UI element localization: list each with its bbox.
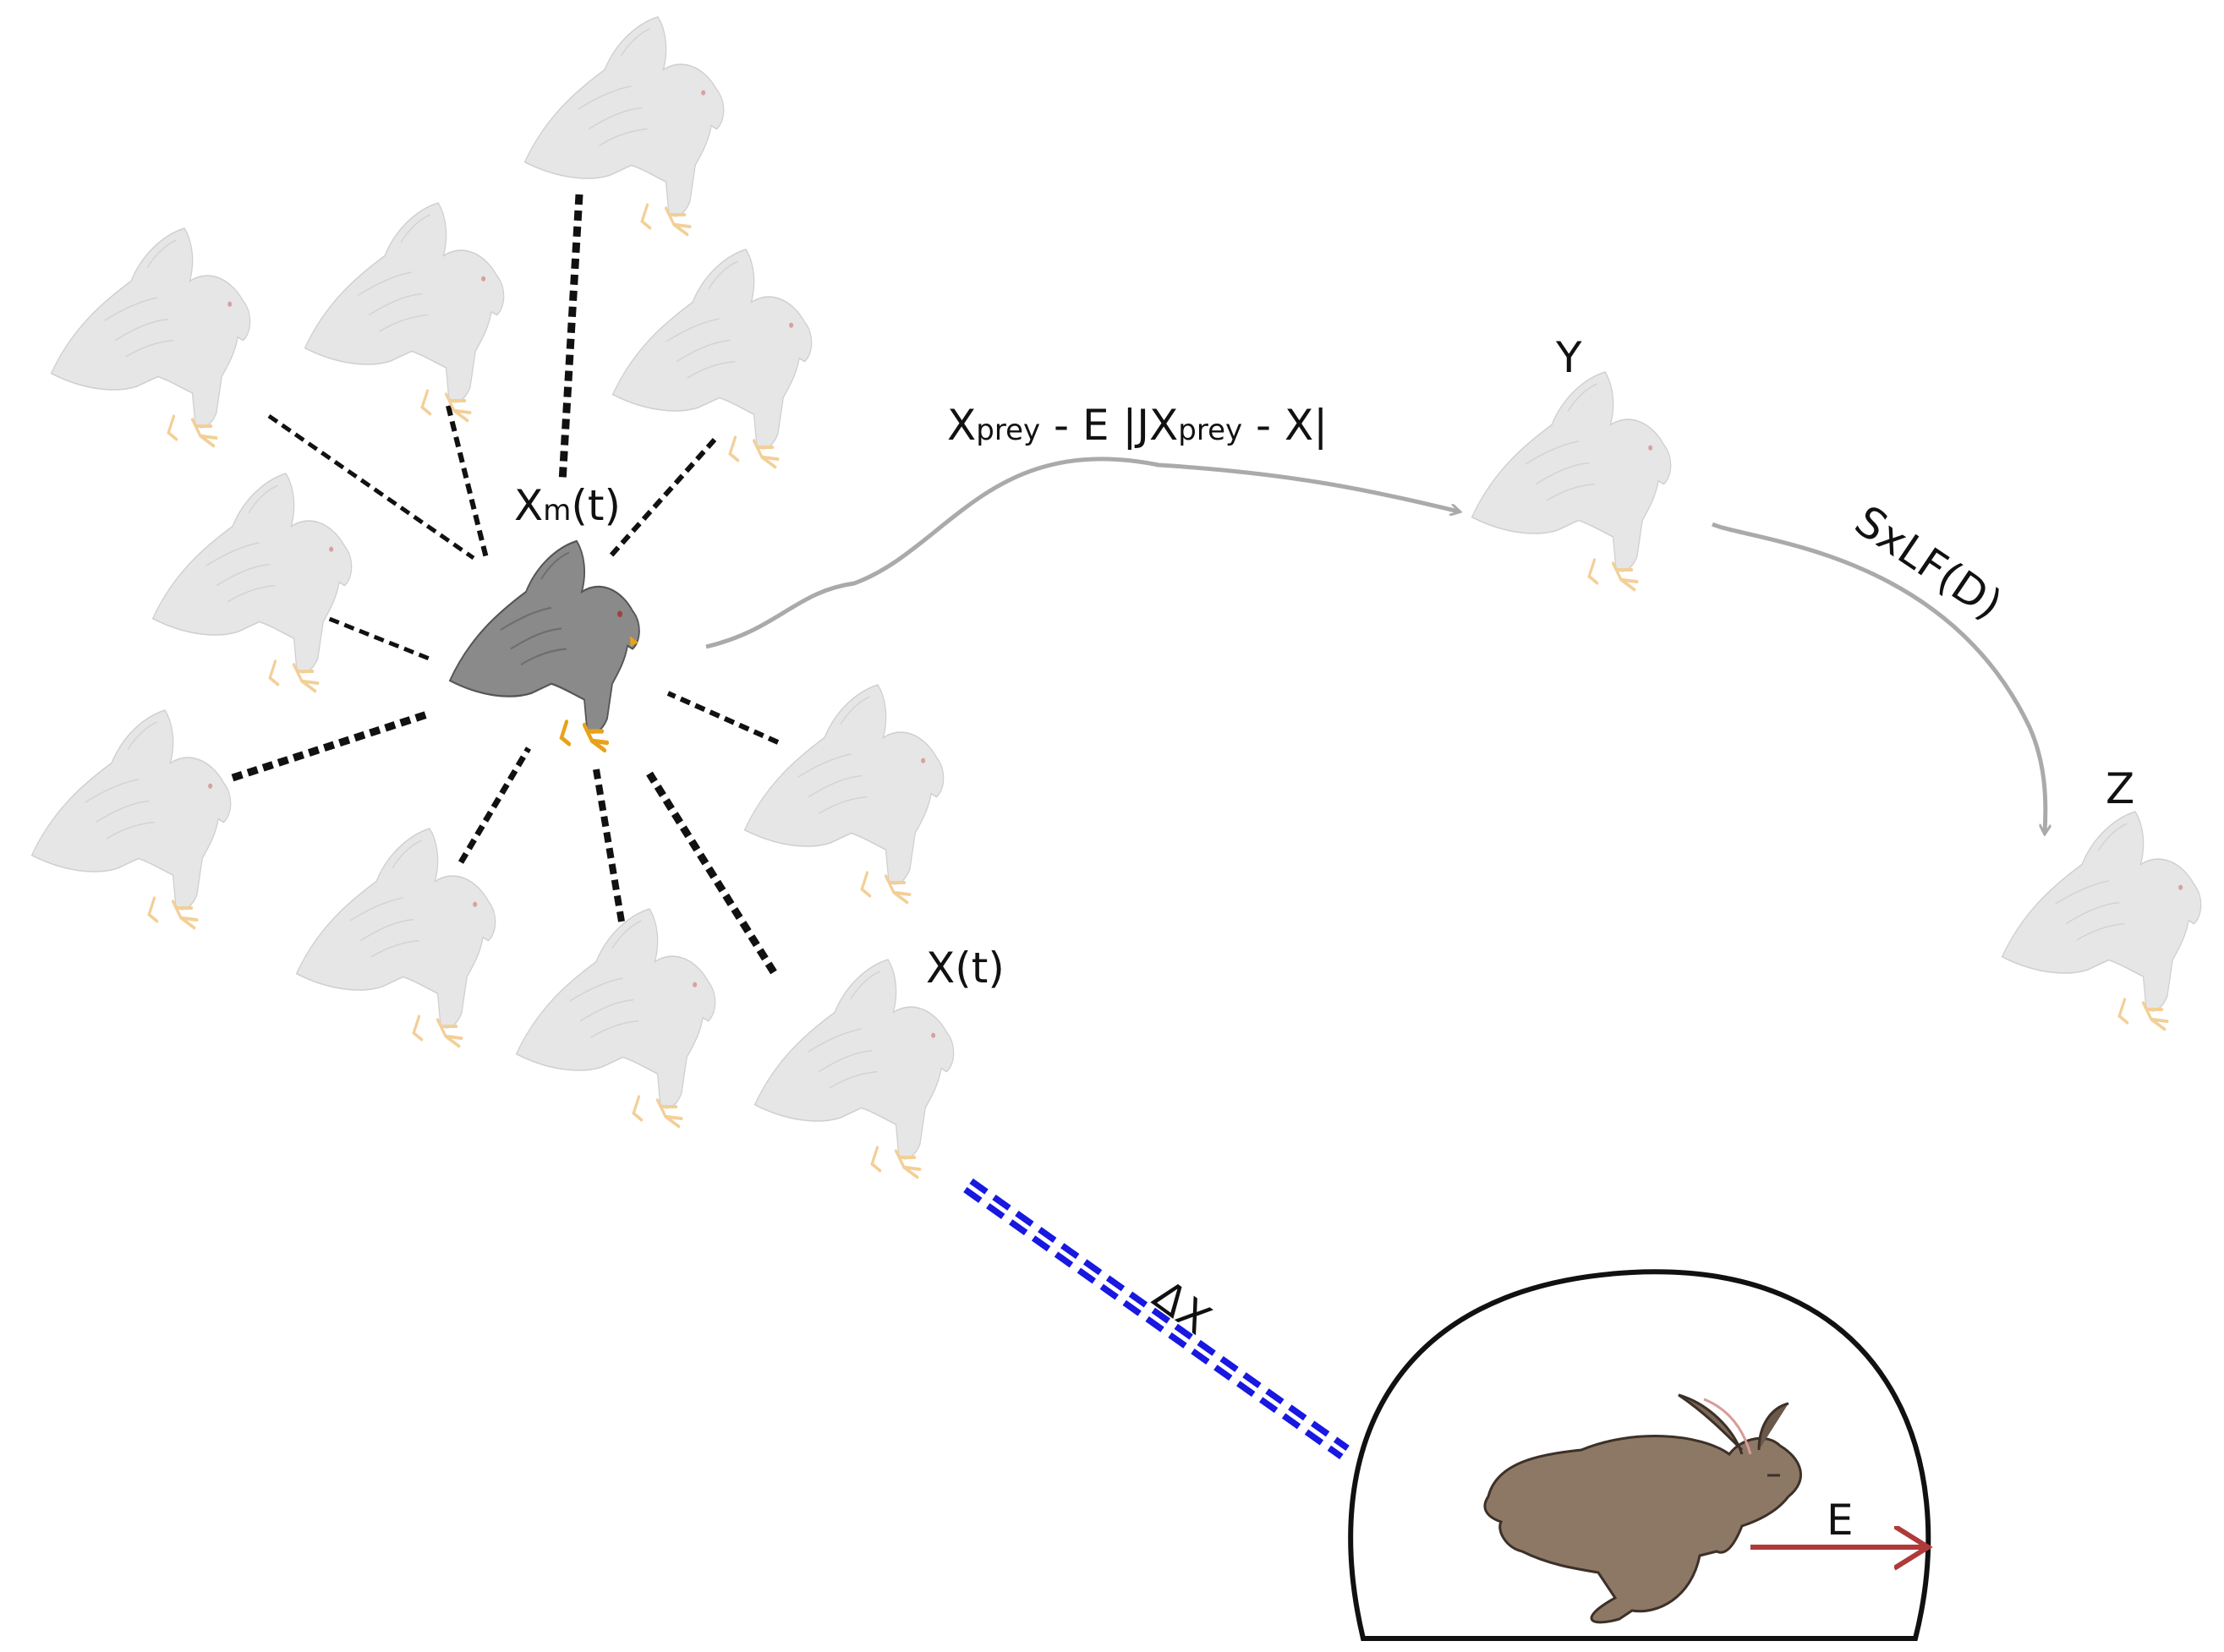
rabbit-icon <box>1483 1393 1802 1624</box>
hawk-member-icon <box>303 201 506 423</box>
hawk-member-icon <box>2000 810 2203 1031</box>
label-delta-x: ΔX <box>1144 1271 1219 1344</box>
leader-connectors <box>231 194 780 975</box>
label-y: Y <box>1555 333 1582 382</box>
connector-lower-left <box>231 710 429 782</box>
arrow-to-z <box>1711 522 2046 833</box>
hawk-member-icon <box>523 15 726 237</box>
label-xt: X(t) <box>926 944 1005 993</box>
label-e: E <box>1827 1496 1854 1545</box>
label-z: Z <box>2106 764 2134 813</box>
hawk-member-icon <box>151 472 353 693</box>
label-sxlf: SxLF(D) <box>1846 496 2010 629</box>
hawk-member-icon <box>611 248 813 469</box>
hawk-leader-icon <box>450 541 639 751</box>
connector-top <box>558 194 583 483</box>
connector-upper-right <box>606 438 717 560</box>
label-xm: Xm(t) <box>514 481 621 530</box>
connector-lower-mid <box>593 769 625 922</box>
connector-lower-right <box>646 771 777 975</box>
connector-upper-mid <box>446 405 489 559</box>
hawk-member-icon <box>294 827 497 1048</box>
hawk-member-icon <box>1470 370 1673 592</box>
prey-dome <box>1348 1269 1931 1641</box>
hawk-member-icon <box>49 227 252 448</box>
connector-mid-left <box>314 610 432 662</box>
hawk-member-icon <box>742 683 945 905</box>
label-equation: Xprey - E |JXprey - X| <box>947 401 1328 450</box>
hawk-member-icon <box>514 907 717 1129</box>
hawk-member-icon <box>30 708 233 930</box>
connector-right <box>666 691 780 745</box>
connector-upper-left <box>267 413 475 561</box>
arrow-to-y <box>705 457 1459 649</box>
hawk-member-icon <box>753 958 956 1179</box>
connector-lower-mid-left <box>457 747 532 864</box>
